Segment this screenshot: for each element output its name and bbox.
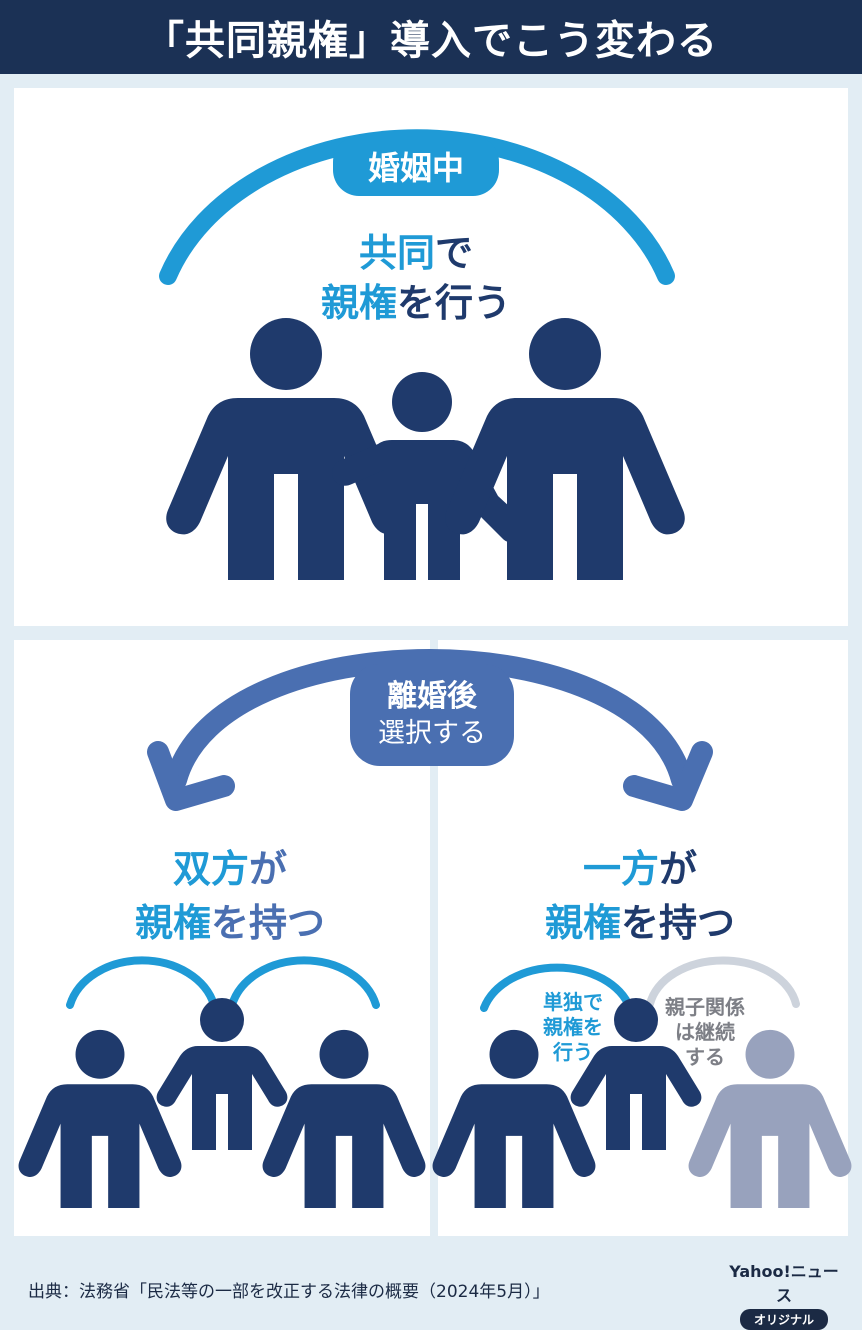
sole-arc bbox=[480, 963, 634, 1012]
brand-logo: Yahoo!ニュース オリジナル bbox=[724, 1258, 844, 1330]
marriage-badge: 婚姻中 bbox=[333, 136, 499, 196]
both-parent-left bbox=[18, 1029, 182, 1208]
divorce-badge: 離婚後 選択する bbox=[350, 664, 514, 766]
both-headline-2b: を持つ bbox=[211, 901, 326, 945]
both-child bbox=[156, 998, 288, 1150]
divorce-badge-sublabel: 選択する bbox=[378, 718, 486, 749]
one-headline-1b: が bbox=[659, 847, 698, 891]
divorce-arc bbox=[165, 649, 693, 791]
both-headline-1a: 双方 bbox=[172, 847, 249, 891]
both-headline: 双方が 親権を持つ bbox=[80, 842, 380, 950]
relation-label-line: 親子関係 bbox=[665, 995, 745, 1019]
one-headline-2b: を持つ bbox=[621, 901, 736, 945]
marriage-headline-2a: 親権 bbox=[320, 281, 397, 325]
parent-figure-right bbox=[445, 318, 685, 580]
marriage-headline-1b: で bbox=[435, 231, 474, 275]
marriage-headline: 共同で 親権を行う bbox=[296, 228, 536, 328]
sole-label-line: 単独で bbox=[543, 990, 603, 1014]
page-title: 「共同親権」導入でこう変わる bbox=[0, 0, 862, 74]
brand-tag: オリジナル bbox=[739, 1309, 828, 1330]
sole-custody-label: 単独で 親権を 行う bbox=[527, 990, 619, 1065]
marriage-badge-label: 婚姻中 bbox=[367, 149, 464, 187]
arrow-right-head bbox=[623, 741, 713, 811]
relation-label-line: する bbox=[685, 1045, 725, 1069]
one-headline-1a: 一方 bbox=[582, 847, 659, 891]
brand-name: Yahoo!ニュース bbox=[729, 1262, 839, 1305]
relationship-label: 親子関係 は継続 する bbox=[650, 995, 760, 1070]
relation-label-line: は継続 bbox=[675, 1020, 735, 1044]
marriage-headline-1a: 共同 bbox=[358, 231, 435, 275]
one-headline-2a: 親権 bbox=[544, 901, 621, 945]
both-headline-1b: が bbox=[249, 847, 288, 891]
arrow-left-head bbox=[147, 741, 235, 811]
both-arc-left bbox=[66, 956, 218, 1009]
divorce-badge-label: 離婚後 bbox=[387, 679, 477, 714]
one-headline: 一方が 親権を持つ bbox=[500, 842, 780, 950]
marriage-headline-2b: を行う bbox=[397, 281, 512, 325]
both-arc-right bbox=[228, 956, 380, 1009]
relation-arc bbox=[646, 956, 800, 1008]
sole-label-line: 行う bbox=[553, 1040, 593, 1064]
both-parent-right bbox=[262, 1029, 426, 1208]
both-headline-2a: 親権 bbox=[134, 901, 211, 945]
source-note: 出典：法務省「民法等の一部を改正する法律の概要（2024年5月）」 bbox=[28, 1282, 550, 1302]
sole-label-line: 親権を bbox=[543, 1015, 603, 1039]
